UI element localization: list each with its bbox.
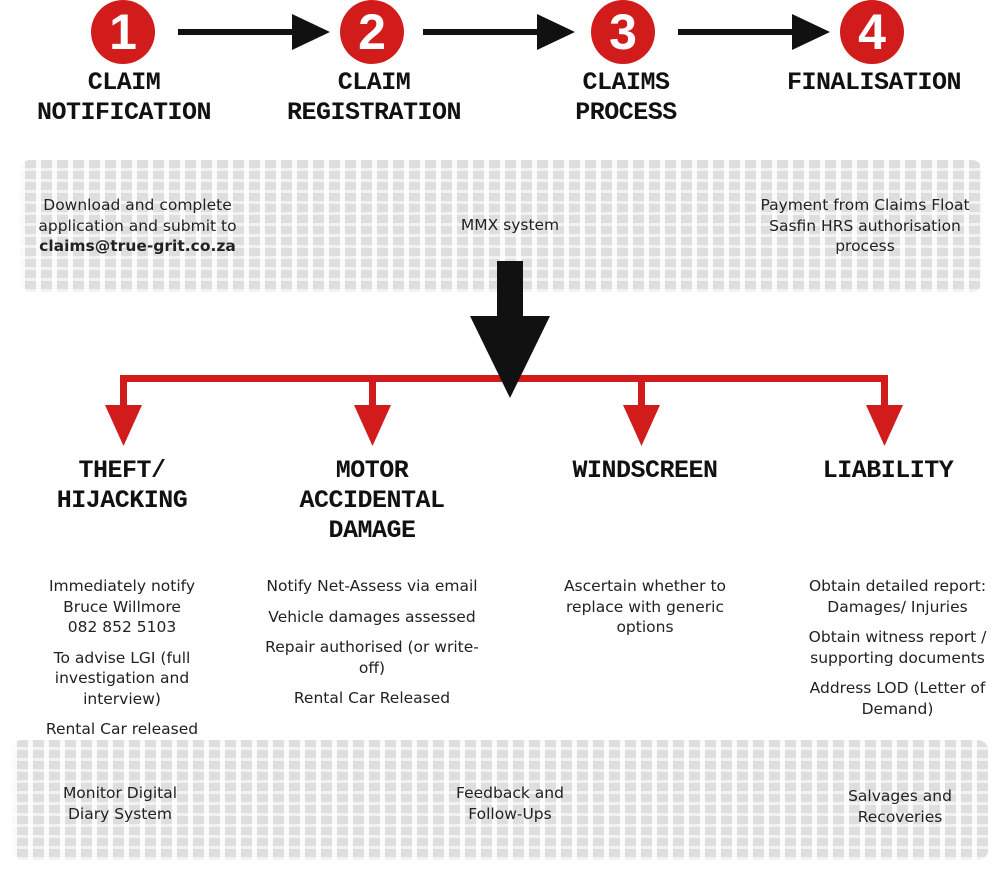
step-4-title: FINALISATION: [772, 68, 976, 98]
step-2-title: CLAIM REGISTRATION: [272, 68, 476, 128]
category-liability-title: LIABILITY: [788, 456, 988, 486]
finalisation-line: Sasfin HRS authorisation: [769, 216, 961, 235]
branch-arrow-motor: [354, 405, 391, 446]
registration-description: MMX system: [460, 216, 560, 234]
branch-arrow-liability: [866, 405, 903, 446]
main-down-arrow: [470, 261, 550, 398]
category-windscreen-title: WINDSCREEN: [545, 456, 745, 486]
list-item: Obtain witness report / supporting docum…: [808, 628, 987, 667]
branch-arrow-windscreen: [623, 405, 660, 446]
category-title-line: LIABILITY: [822, 456, 954, 485]
step-3-title-line: PROCESS: [575, 98, 677, 127]
step-1-title-line: CLAIM: [87, 68, 161, 97]
category-theft-title: THEFT/ HIJACKING: [32, 456, 212, 516]
step-4-badge: 4: [840, 0, 904, 64]
category-title-line: ACCIDENTAL: [299, 486, 445, 515]
list-item: Rental Car Released: [293, 689, 451, 707]
top-tread-band: [20, 160, 982, 292]
category-title-line: THEFT/: [78, 456, 166, 485]
step-2-title-line: CLAIM: [337, 68, 411, 97]
list-item: Vehicle damages assessed: [268, 607, 476, 626]
step-3-badge: 3: [591, 0, 655, 64]
step-1-badge: 1: [91, 0, 155, 64]
step-1-title: CLAIM NOTIFICATION: [24, 68, 224, 128]
step-4-title-line: FINALISATION: [786, 68, 962, 97]
notification-line: application and submit to: [38, 216, 237, 235]
category-title-line: HIJACKING: [56, 486, 188, 515]
category-title-line: WINDSCREEN: [572, 456, 718, 485]
category-motor-items: Notify Net-Assess via email Vehicle dama…: [252, 576, 492, 719]
finalisation-line: Payment from Claims Float: [760, 196, 970, 214]
list-item: Obtain detailed report: Damages/ Injurie…: [808, 577, 987, 616]
notification-description: Download and complete application and su…: [20, 195, 255, 257]
category-theft-items: Immediately notify Bruce Willmore 082 85…: [22, 576, 222, 750]
category-windscreen-items: Ascertain whether to replace with generi…: [540, 576, 750, 648]
list-item: Notify Net-Assess via email: [266, 577, 478, 595]
arrow-step-2-to-3: [423, 14, 575, 50]
finalisation-line: process: [835, 237, 895, 255]
step-2-title-line: REGISTRATION: [286, 98, 462, 127]
category-title-line: MOTOR: [335, 456, 409, 485]
list-item: Repair authorised (or write- off): [265, 638, 479, 677]
list-item: Immediately notify Bruce Willmore 082 85…: [48, 577, 196, 636]
step-3-title: CLAIMS PROCESS: [526, 68, 726, 128]
list-item: To advise LGI (full investigation and in…: [53, 648, 191, 708]
branch-arrow-theft: [105, 405, 142, 446]
category-motor-title: MOTOR ACCIDENTAL DAMAGE: [272, 456, 472, 546]
arrow-step-1-to-2: [178, 14, 330, 50]
bottom-feedback: Feedback and Follow-Ups: [456, 784, 564, 823]
bottom-monitor-diary: Monitor Digital Diary System: [62, 784, 178, 823]
notification-line: Download and complete: [43, 196, 232, 214]
step-3-title-line: CLAIMS: [582, 68, 670, 97]
bottom-salvages: Salvages and Recoveries: [848, 787, 952, 826]
step-2-badge: 2: [340, 0, 404, 64]
arrow-step-3-to-4: [678, 14, 830, 50]
list-item: Address LOD (Letter of Demand): [809, 679, 986, 718]
finalisation-description: Payment from Claims Float Sasfin HRS aut…: [745, 195, 985, 257]
category-liability-items: Obtain detailed report: Damages/ Injurie…: [790, 576, 1000, 729]
list-item: Ascertain whether to replace with generi…: [563, 577, 727, 636]
claims-email[interactable]: claims@true-grit.co.za: [39, 237, 236, 255]
step-1-title-line: NOTIFICATION: [36, 98, 212, 127]
category-title-line: DAMAGE: [328, 516, 416, 545]
list-item: Rental Car released: [45, 720, 199, 738]
bottom-tread-band: [12, 740, 988, 860]
